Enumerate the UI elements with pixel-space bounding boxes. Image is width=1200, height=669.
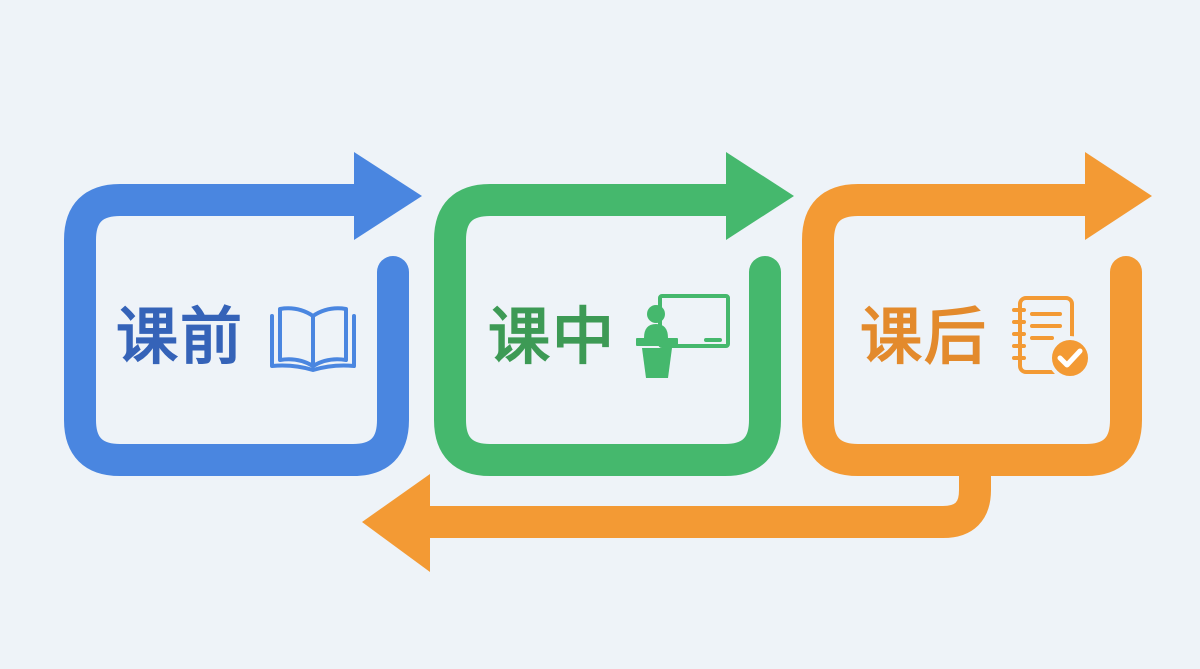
arrow-head-in-class: [726, 152, 794, 240]
stage-label-before-class: 课前: [116, 300, 245, 373]
loop-path-after-class: [802, 184, 1142, 476]
teacher-podium-blackboard-icon: [636, 294, 730, 378]
return-arrow-head: [362, 474, 430, 572]
stage-label-after-class: 课后: [860, 300, 989, 373]
open-book-icon: [270, 306, 356, 372]
loop-path-before-class: [64, 184, 409, 476]
return-arrow: [362, 446, 991, 572]
arrow-head-before-class: [354, 152, 422, 240]
stage-loop-after-class: [802, 152, 1152, 476]
loop-path-in-class: [434, 184, 781, 476]
stage-loop-before-class: [64, 152, 422, 476]
return-arrow-path: [394, 446, 991, 538]
arrow-head-after-class: [1085, 152, 1152, 240]
stage-label-in-class: 课中: [488, 300, 617, 373]
stage-loop-in-class: [434, 152, 794, 476]
notebook-checkmark-icon: [1012, 296, 1092, 380]
